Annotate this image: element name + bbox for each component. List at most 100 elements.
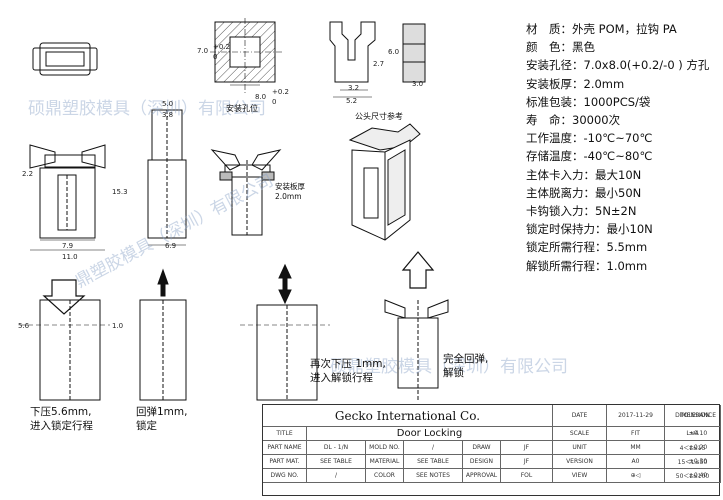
spec-label: 解锁所需行程 [526, 258, 595, 273]
title-block: Gecko International Co. DATE 2017-11-29 … [262, 404, 721, 496]
unit-label: UNIT [553, 441, 607, 455]
spec-separator: ： [560, 113, 573, 128]
dim-label: 15.3 [112, 188, 128, 196]
dim-label: 3.2 [348, 84, 360, 92]
dim-label: 2.7 [373, 60, 385, 68]
mold-value: / [404, 441, 463, 455]
spec-label: 标准包装 [526, 94, 572, 109]
dim-row-3: 15＜L≤50 [665, 455, 721, 469]
mount-hole-label: 安装孔位 [226, 104, 258, 113]
date-label: DATE [553, 405, 607, 427]
dim-label: 11.0 [62, 253, 78, 261]
spec-row: 工作温度：-10℃~70℃ [526, 129, 718, 147]
spec-separator: ： [572, 149, 584, 164]
spec-label: 卡钩锁入力 [526, 204, 584, 219]
spec-separator: ： [595, 258, 607, 273]
spec-label: 材 质 [526, 22, 561, 36]
spec-separator: ： [583, 185, 596, 200]
part-mat-value: SEE TABLE [307, 455, 366, 469]
male-ref-label: 公头尺寸参考 [355, 112, 403, 121]
spec-row: 安装板厚：2.0mm [526, 75, 718, 93]
spec-label: 安装板厚 [526, 76, 572, 91]
dim-row-1: L≤4 [665, 427, 721, 441]
dim-label: 3.0 [412, 80, 424, 88]
spec-row: 锁定所需行程：5.5mm [526, 238, 718, 256]
step-note-2: 回弹1mm, 锁定 [136, 406, 188, 432]
dim-label: 5.6 [18, 322, 30, 330]
dim-row-2: 4＜L≤15 [665, 441, 721, 455]
spec-label: 工作温度 [526, 131, 572, 146]
top-view-part [32, 42, 98, 76]
unit-value: MM [607, 441, 665, 455]
dim-label: 7.0 [197, 47, 209, 55]
dim-label: 1.0 [112, 322, 124, 330]
spec-value: 1000PCS/袋 [583, 94, 651, 109]
spec-value: 外壳 POM，拉钩 PA [572, 22, 677, 36]
design-label: DESIGN [463, 455, 501, 469]
spec-label: 主体脱离力 [526, 185, 584, 200]
dim-label: 6.9 [165, 242, 177, 250]
spec-value: 30000次 [572, 113, 621, 128]
spec-separator: ： [560, 40, 573, 55]
spec-label: 寿 命 [526, 113, 561, 128]
spec-value: 最小50N [595, 185, 642, 200]
approval-label: APPROVAL [463, 469, 501, 483]
spec-separator: ： [595, 222, 607, 237]
color-label: COLOR [366, 469, 404, 483]
spec-value: 2.0mm [583, 76, 625, 91]
seq-view-2 [139, 268, 187, 401]
draw-value: JF [501, 441, 553, 455]
spec-separator: ： [595, 240, 607, 255]
spec-label: 安装孔径 [526, 58, 572, 73]
material-label: MATERIAL [366, 455, 404, 469]
spec-separator: ： [560, 22, 573, 36]
spec-value: 5N±2N [595, 204, 637, 219]
view-label: VIEW [553, 469, 607, 483]
step-note-1: 下压5.6mm, 进入锁定行程 [30, 406, 93, 432]
part-name-value: DL - 1/N [307, 441, 366, 455]
spec-value: 最小10N [606, 222, 653, 237]
step-note-4: 完全回弹, 解锁 [443, 353, 489, 379]
spec-row: 颜 色：黑色 [526, 38, 718, 56]
dim-label: 3.8 [162, 111, 174, 119]
spec-row: 寿 命：30000次 [526, 111, 718, 129]
installed-view [210, 149, 282, 236]
dim-label: 8.0 [255, 93, 267, 101]
title-value: Door Locking [307, 427, 553, 441]
mold-label: MOLD NO. [366, 441, 404, 455]
tol-row-3: ±0.30 [688, 458, 708, 465]
seq-view-4 [384, 251, 449, 400]
tolerance-column: TOLERANCE ±0.10 ±0.20 ±0.30 ±0.40 [676, 405, 720, 483]
spec-row: 材 质：外壳 POM，拉钩 PA [526, 20, 718, 38]
spec-separator: ： [572, 58, 584, 73]
dwg-label: DWG NO. [263, 469, 307, 483]
spec-separator: ： [583, 167, 596, 182]
spec-row: 锁定时保持力：最小10N [526, 220, 718, 238]
side-view [147, 109, 187, 246]
spec-value: 7.0x8.0(+0.2/-0 ) 方孔 [583, 58, 710, 73]
design-value: JF [501, 455, 553, 469]
front-view [29, 144, 106, 251]
tolerance-label: TOLERANCE [679, 412, 717, 419]
material-value: SEE TABLE [404, 455, 463, 469]
draw-label: DRAW [463, 441, 501, 455]
spec-label: 锁定所需行程 [526, 240, 595, 255]
dim-label: +0.2 [272, 88, 289, 96]
spec-separator: ： [583, 204, 596, 219]
seq-view-3 [240, 263, 330, 401]
spec-row: 存储温度：-40℃~80℃ [526, 147, 718, 165]
scale-label: SCALE [553, 427, 607, 441]
spec-label: 锁定时保持力 [526, 222, 595, 237]
dim-label: +0.2 [213, 43, 230, 51]
dim-label: 0 [213, 53, 218, 61]
spec-row: 卡钩锁入力：5N±2N [526, 202, 718, 220]
title-label: TITLE [263, 427, 307, 441]
spec-label: 颜 色 [526, 40, 561, 55]
mount-hole-view [210, 18, 282, 95]
spec-row: 标准包装：1000PCS/袋 [526, 93, 718, 111]
version-value: A0 [607, 455, 665, 469]
dim-label: 5.2 [346, 97, 358, 105]
step-note-3: 再次下压 1mm, 进入解锁行程 [310, 358, 386, 384]
spec-separator: ： [572, 76, 584, 91]
